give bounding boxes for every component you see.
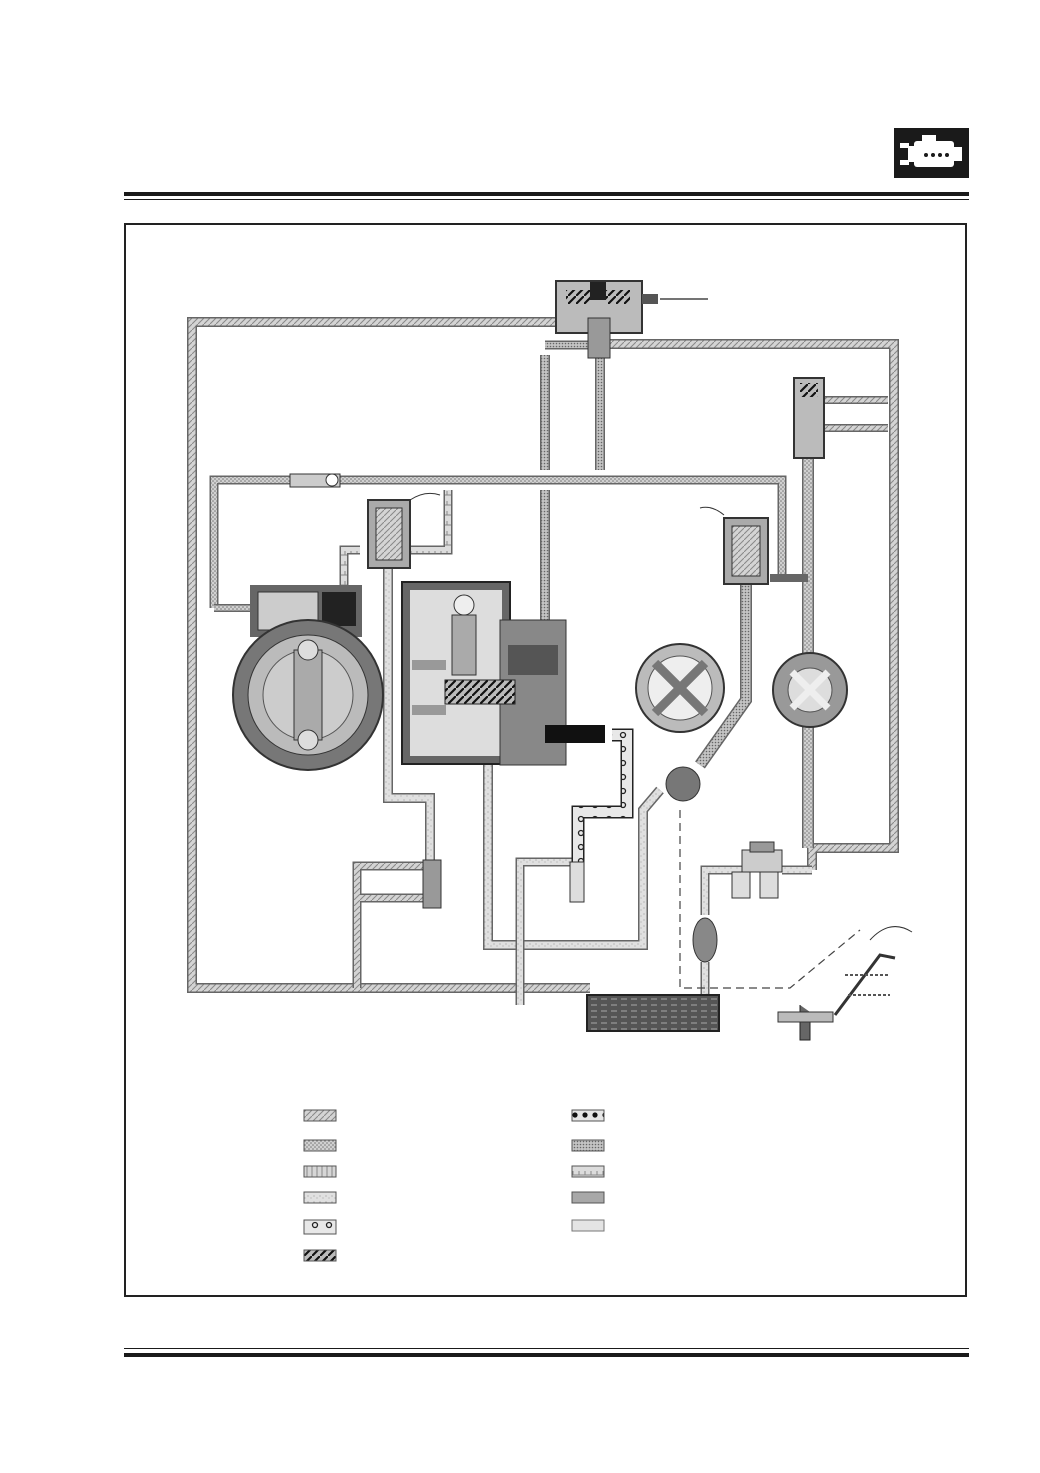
swatch-bold-hatch <box>303 1249 337 1262</box>
vacuum-regulator-icon <box>699 506 769 585</box>
vacuum-line-top <box>209 475 787 612</box>
swatch-vertical-ticks <box>303 1165 337 1178</box>
swatch-circles <box>303 1219 337 1235</box>
two-way-valve-icon <box>422 859 442 909</box>
swatch-medium-grey <box>571 1191 605 1204</box>
swatch-light-grey <box>571 1219 605 1232</box>
return-line-outer <box>187 317 590 993</box>
diagram-frame <box>124 223 967 1297</box>
fuel-injection-pump-icon <box>401 581 567 766</box>
swatch-dense-stipple <box>571 1139 605 1152</box>
vacuum-pump-icon <box>232 585 384 771</box>
swatch-diagonal-hatch <box>303 1109 337 1122</box>
footer-rule-thin <box>124 1348 969 1349</box>
fuel-filter-icon <box>731 841 783 899</box>
header-rule-thick <box>124 192 969 196</box>
swatch-light-grain <box>303 1191 337 1204</box>
footer-rule-thick <box>124 1353 969 1357</box>
dual-solenoid-icon <box>793 377 825 459</box>
swatch-fine-stipple <box>303 1139 337 1152</box>
fuel-tank-icon <box>586 994 720 1032</box>
feed-lines <box>352 760 664 1005</box>
vacuum-reservoir-icon <box>635 643 725 802</box>
vacuum-solenoid-icon <box>367 492 441 569</box>
right-return-line <box>610 339 899 870</box>
check-valve-icon <box>289 473 341 488</box>
engine-icon-graphic <box>900 135 962 167</box>
hand-primer-icon <box>692 917 718 963</box>
high-pressure-line <box>571 728 634 862</box>
injector-icon <box>545 725 605 903</box>
engine-icon <box>894 128 969 178</box>
vacuum-valve-icon <box>555 280 708 359</box>
swatch-comb <box>571 1165 605 1178</box>
throttle-lever-icon <box>777 926 913 1041</box>
egr-valve-icon <box>772 652 848 728</box>
swatch-heavy-dots <box>571 1109 605 1122</box>
regulator-lines <box>695 450 814 848</box>
solenoid-lines-left <box>339 490 453 860</box>
header-rule-thin <box>124 199 969 200</box>
signal-line-vertical <box>540 340 608 640</box>
